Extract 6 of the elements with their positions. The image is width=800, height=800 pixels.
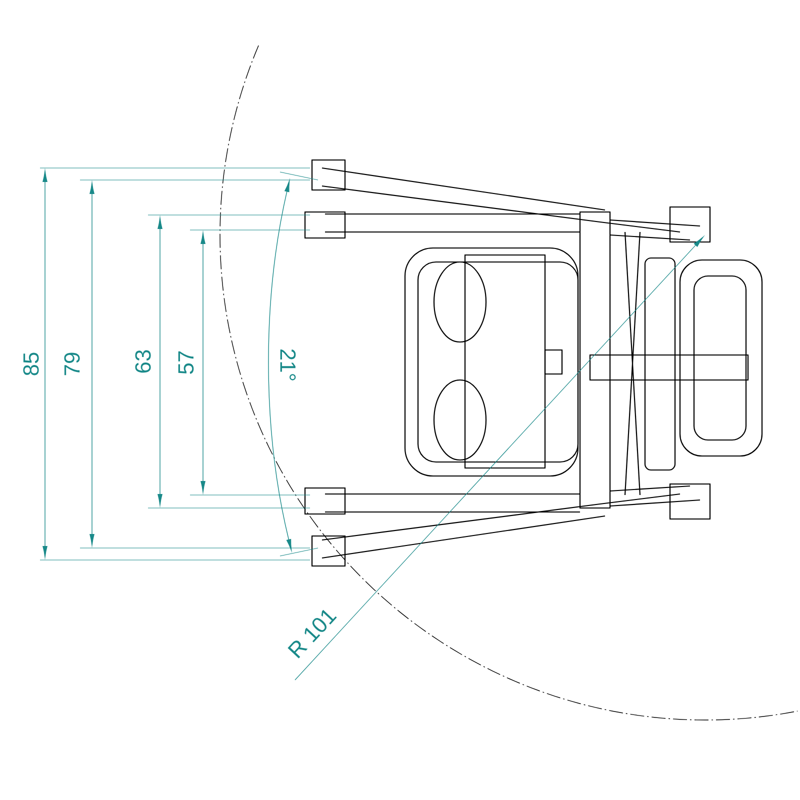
dimension-label: 57 — [178, 351, 194, 374]
angle-label: 21° — [280, 349, 296, 380]
dimension-label: 63 — [135, 350, 151, 373]
radius-label: R 101 — [288, 610, 337, 658]
dimension-label: 79 — [64, 352, 80, 376]
dimension-label: 85 — [23, 352, 39, 376]
